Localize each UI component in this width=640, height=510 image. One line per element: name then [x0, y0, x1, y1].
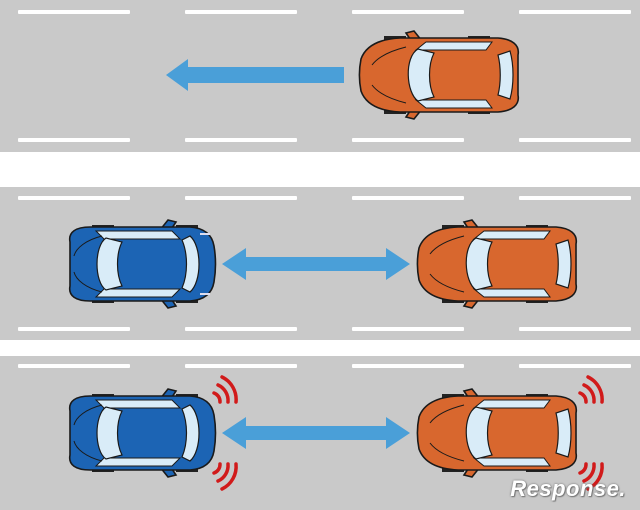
lane-mark: [185, 138, 297, 142]
arrow-double: [222, 248, 410, 280]
sensor-wave-icon: [578, 462, 604, 491]
lane-mark: [185, 196, 297, 200]
lane-mark: [352, 327, 464, 331]
lane-mark: [18, 327, 130, 331]
arrow-left: [166, 59, 344, 91]
response-watermark: Response.: [510, 476, 626, 501]
blue-car: [68, 219, 217, 309]
lane-mark: [352, 364, 464, 368]
lane-mark: [519, 364, 631, 368]
lane-mark: [352, 10, 464, 14]
sensor-wave-icon: [212, 375, 238, 404]
lane-mark: [352, 196, 464, 200]
lane-mark: [519, 327, 631, 331]
sensor-wave-icon: [578, 375, 604, 404]
orange-car: [416, 219, 578, 309]
sensor-wave-icon: [212, 462, 238, 491]
lane-mark: [185, 364, 297, 368]
lane-mark: [18, 196, 130, 200]
lane-mark: [18, 138, 130, 142]
lane-mark: [185, 327, 297, 331]
blue-car: [68, 388, 217, 478]
arrow-double: [222, 417, 410, 449]
lane-mark: [519, 10, 631, 14]
lane-mark: [519, 138, 631, 142]
lane-mark: [519, 196, 631, 200]
lane-mark: [18, 364, 130, 368]
lane-mark: [185, 10, 297, 14]
lane-mark: [18, 10, 130, 14]
lane-mark: [352, 138, 464, 142]
orange-car: [416, 388, 578, 478]
orange-car: [358, 30, 520, 120]
